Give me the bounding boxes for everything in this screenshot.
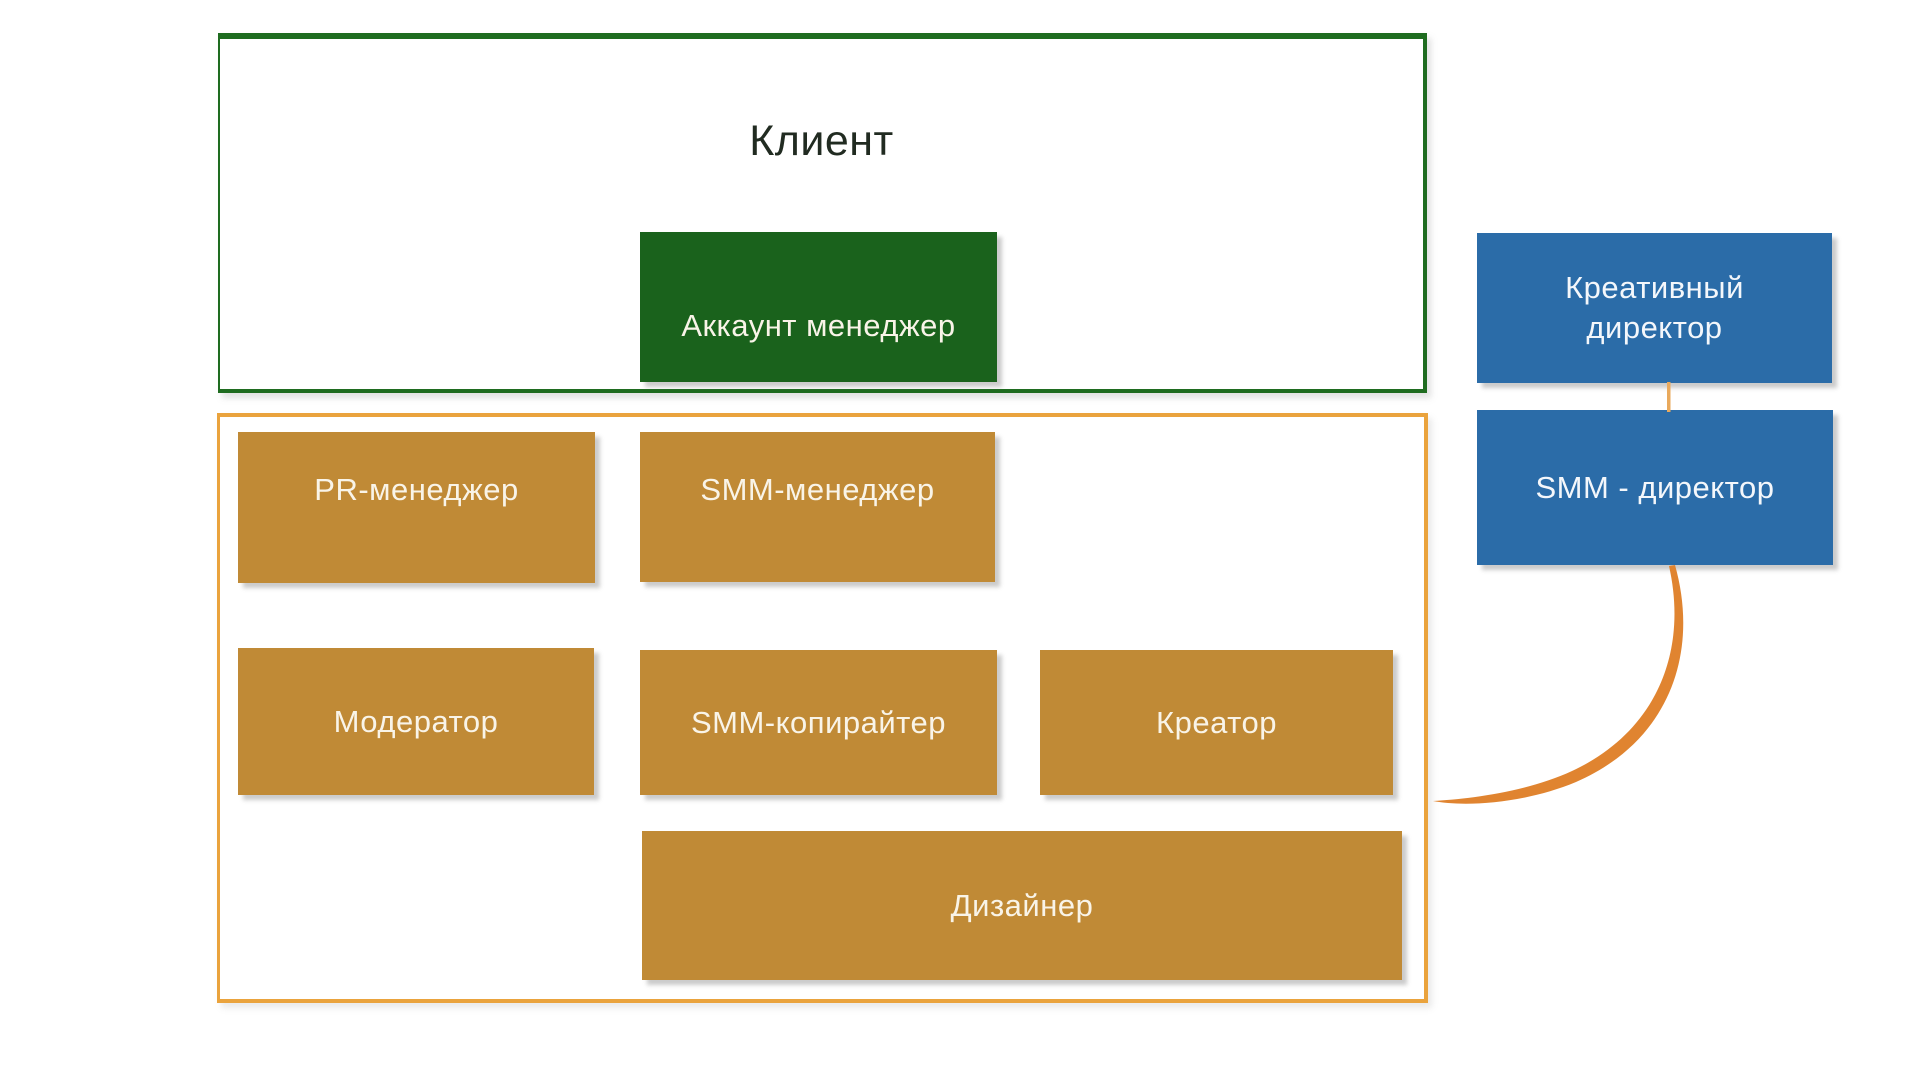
moderator-label: Модератор bbox=[333, 703, 499, 739]
smm-copywriter-box: SMM-копирайтер bbox=[640, 650, 997, 795]
smm-manager-label: SMM-менеджер bbox=[700, 472, 935, 507]
smm-director-box: SMM - директор bbox=[1477, 410, 1833, 565]
creative-director-box: Креативный директор bbox=[1477, 233, 1832, 383]
pr-manager-box: PR-менеджер bbox=[238, 432, 595, 583]
designer-label: Дизайнер bbox=[950, 887, 1094, 923]
smm-director-label: SMM - директор bbox=[1535, 469, 1775, 505]
creative-director-label: Креативный директор bbox=[1565, 270, 1744, 345]
account-manager-box: Аккаунт менеджер bbox=[640, 232, 997, 382]
smm-copywriter-label: SMM-копирайтер bbox=[690, 704, 947, 740]
designer-box: Дизайнер bbox=[642, 831, 1402, 980]
creator-box: Креатор bbox=[1040, 650, 1393, 795]
smm-manager-box: SMM-менеджер bbox=[640, 432, 995, 582]
moderator-box: Модератор bbox=[238, 648, 594, 795]
creator-label: Креатор bbox=[1156, 704, 1277, 740]
client-group-title: Клиент bbox=[749, 117, 894, 165]
account-manager-label: Аккаунт менеджер bbox=[681, 308, 956, 343]
directors-connector-line bbox=[1667, 382, 1671, 412]
smm-director-to-team-curve bbox=[1433, 565, 1684, 804]
pr-manager-label: PR-менеджер bbox=[314, 472, 519, 507]
